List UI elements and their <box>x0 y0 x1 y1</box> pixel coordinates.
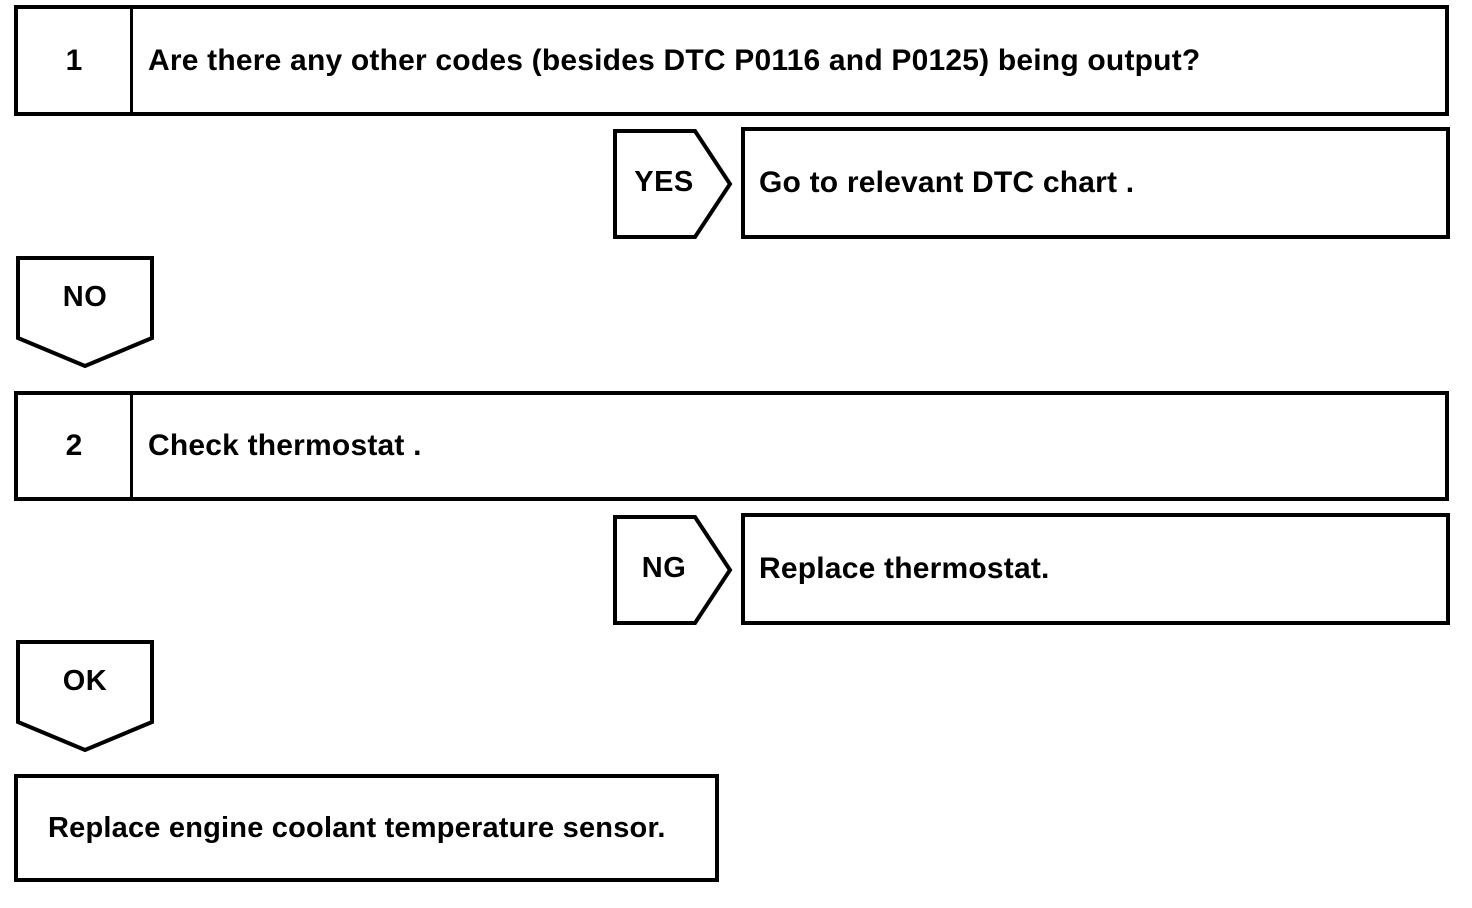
down-arrow-shape-icon <box>16 640 154 752</box>
step-2-question: Check thermostat . <box>148 429 422 462</box>
step-2-number-cell: 2 <box>18 395 133 497</box>
step-2-ng-connector: NG <box>613 515 734 625</box>
step-1-yes-connector: YES <box>613 129 734 239</box>
step-2-ok-connector: OK <box>16 640 154 752</box>
final-action-box: Replace engine coolant temperature senso… <box>14 774 719 882</box>
final-action-text: Replace engine coolant temperature senso… <box>48 811 666 844</box>
step-1-row: 1 Are there any other codes (besides DTC… <box>14 5 1449 116</box>
right-arrow-shape-icon <box>613 129 733 239</box>
step-1-branch-result-box: Go to relevant DTC chart . <box>741 127 1450 239</box>
step-1-continue-label: NO <box>62 280 108 313</box>
step-2-row: 2 Check thermostat . <box>14 391 1449 501</box>
step-1-no-connector: NO <box>16 256 154 368</box>
step-2-branch-label: NG <box>641 551 687 584</box>
right-arrow-shape-icon <box>613 515 733 625</box>
step-2-branch-result-text: Replace thermostat. <box>759 552 1050 585</box>
step-2-continue-label: OK <box>62 664 108 697</box>
step-1-number-cell: 1 <box>18 9 133 112</box>
step-1-branch-label: YES <box>634 165 694 198</box>
step-1-question: Are there any other codes (besides DTC P… <box>148 43 1201 77</box>
step-1-branch-result-text: Go to relevant DTC chart . <box>759 166 1135 199</box>
down-arrow-shape-icon <box>16 256 154 368</box>
step-2-branch-result-box: Replace thermostat. <box>741 513 1450 625</box>
